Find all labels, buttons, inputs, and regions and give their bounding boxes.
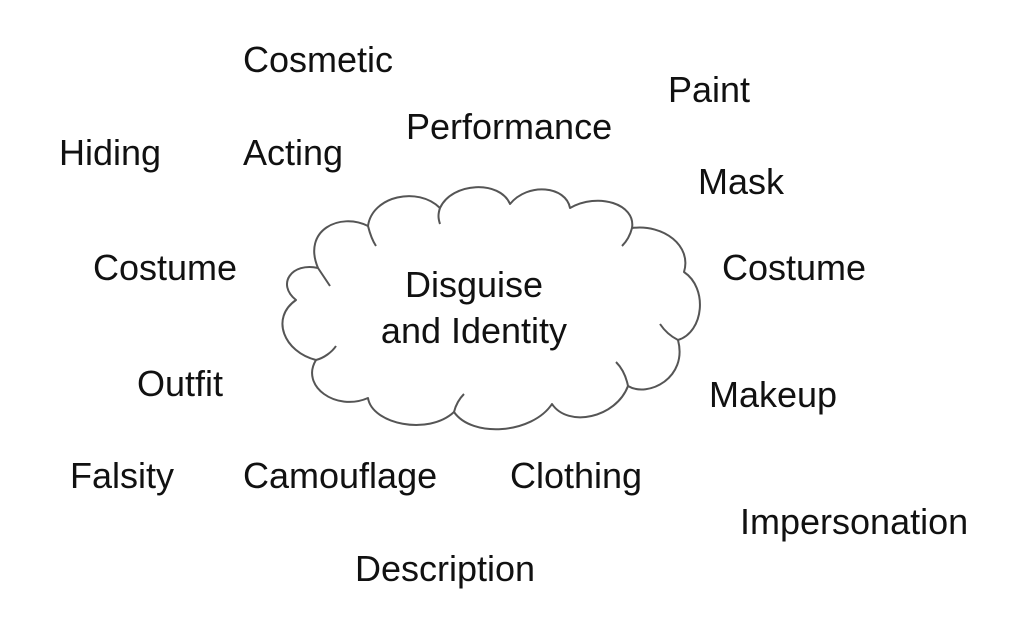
cloud-inner-arc-5	[659, 323, 679, 341]
center-label: Disguise and Identity	[344, 262, 604, 354]
center-label-line1: Disguise	[404, 264, 544, 305]
word-outfit: Outfit	[137, 363, 224, 404]
word-falsity: Falsity	[70, 455, 175, 496]
word-makeup: Makeup	[709, 374, 838, 415]
word-costume-left: Costume	[93, 247, 238, 288]
word-hiding: Hiding	[59, 132, 162, 173]
word-description: Description	[355, 548, 536, 589]
cloud-inner-arc-8	[315, 345, 337, 361]
word-clothing: Clothing	[510, 455, 643, 496]
word-costume-right: Costume	[722, 247, 867, 288]
word-acting: Acting	[243, 132, 344, 173]
word-paint: Paint	[668, 69, 751, 110]
cloud-inner-arc-4	[621, 227, 633, 247]
word-mask: Mask	[698, 161, 785, 202]
word-camouflage: Camouflage	[243, 455, 438, 496]
cloud-inner-arc-1	[317, 267, 331, 287]
cloud-inner-arc-6	[615, 361, 629, 387]
center-label-line2: and Identity	[380, 310, 568, 351]
word-cosmetic: Cosmetic	[243, 39, 394, 80]
cloud-inner-arc-2	[367, 225, 377, 247]
word-performance: Performance	[406, 106, 613, 147]
cloud-inner-arc-7	[453, 393, 465, 413]
word-impersonation: Impersonation	[740, 501, 969, 542]
cloud-outline	[281, 186, 701, 431]
cloud-inner-arc-3	[437, 207, 441, 225]
